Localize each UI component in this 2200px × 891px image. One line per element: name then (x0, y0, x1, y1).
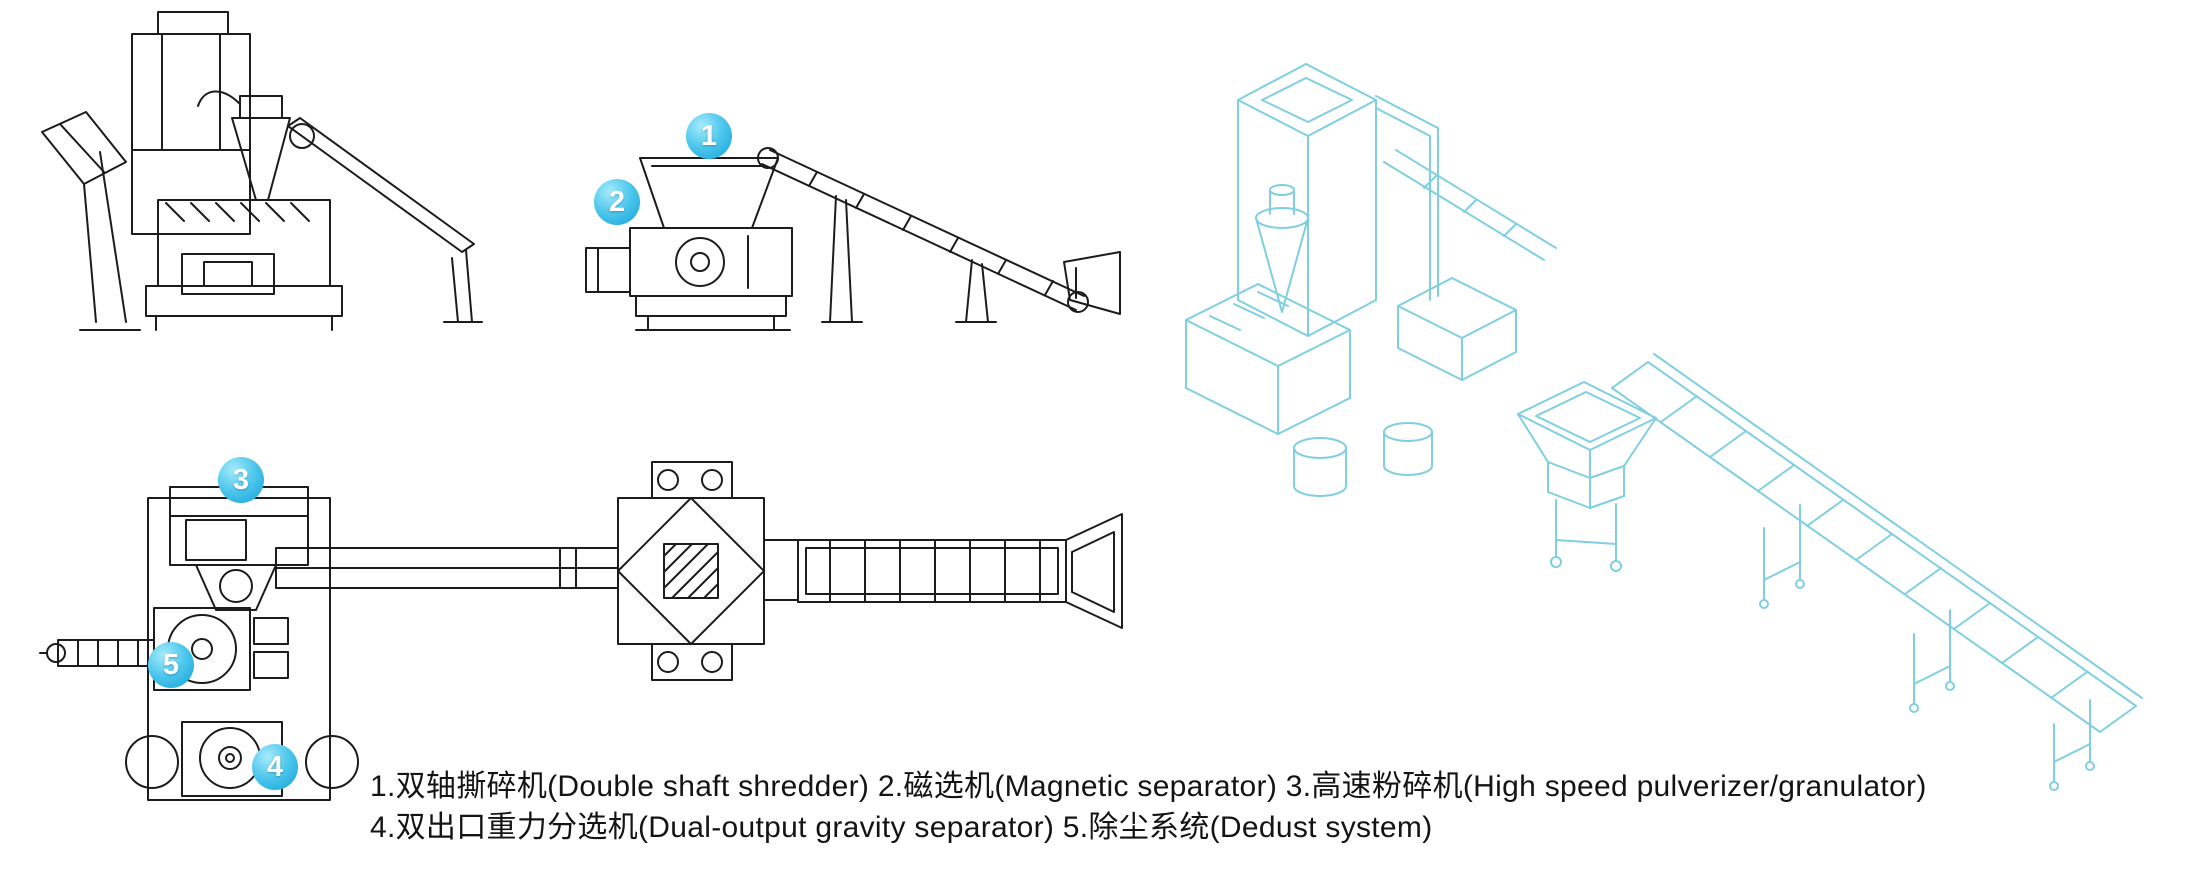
isometric-view (1185, 63, 2143, 791)
elevation-view (41, 11, 1121, 331)
marker-3: 3 (218, 457, 264, 503)
legend-line-2: 4.双出口重力分选机(Dual-output gravity separator… (370, 811, 1433, 844)
conveyor-tail-hopper (1063, 251, 1121, 315)
marker-5: 5 (148, 642, 194, 688)
iso-drums (1293, 422, 1433, 497)
iso-incline-conveyor (1611, 353, 2143, 791)
motor-top (651, 461, 733, 499)
screen-box-elevation (145, 199, 343, 331)
iso-feed-band (1383, 149, 1557, 261)
infeed-conveyor-elevation (757, 147, 1121, 323)
screw-conveyor-plan (39, 639, 155, 667)
marker-1: 1 (686, 113, 732, 159)
gravity-separator-plan (125, 721, 359, 797)
feeder-elevation (41, 111, 141, 331)
marker-2: 2 (594, 179, 640, 225)
duct-elevation (287, 117, 483, 323)
iso-pipe (1375, 95, 1439, 301)
shredder-elevation (585, 157, 793, 331)
iso-cyclone (1255, 184, 1309, 313)
cyclone-elevation (197, 90, 315, 201)
motor-block (585, 247, 631, 293)
discharge-conveyor-plan (797, 513, 1123, 629)
blower-icon (289, 123, 315, 149)
iso-storage-hopper (1237, 63, 1377, 337)
iso-separator-box (1397, 277, 1517, 381)
shredder-plan (617, 461, 799, 681)
transfer-conveyor-plan (275, 547, 619, 589)
marker-4: 4 (252, 744, 298, 790)
motor-bottom (651, 643, 733, 681)
shredder-hopper (639, 157, 779, 229)
iso-shredder-hopper (1517, 381, 1657, 572)
iso-screen-box (1185, 283, 1351, 435)
discharge-funnel (1065, 513, 1123, 629)
legend-caption: 1.双轴撕碎机(Double shaft shredder) 2.磁选机(Mag… (370, 766, 1927, 848)
legend-line-1: 1.双轴撕碎机(Double shaft shredder) 2.磁选机(Mag… (370, 770, 1927, 803)
plan-view (39, 461, 1123, 801)
